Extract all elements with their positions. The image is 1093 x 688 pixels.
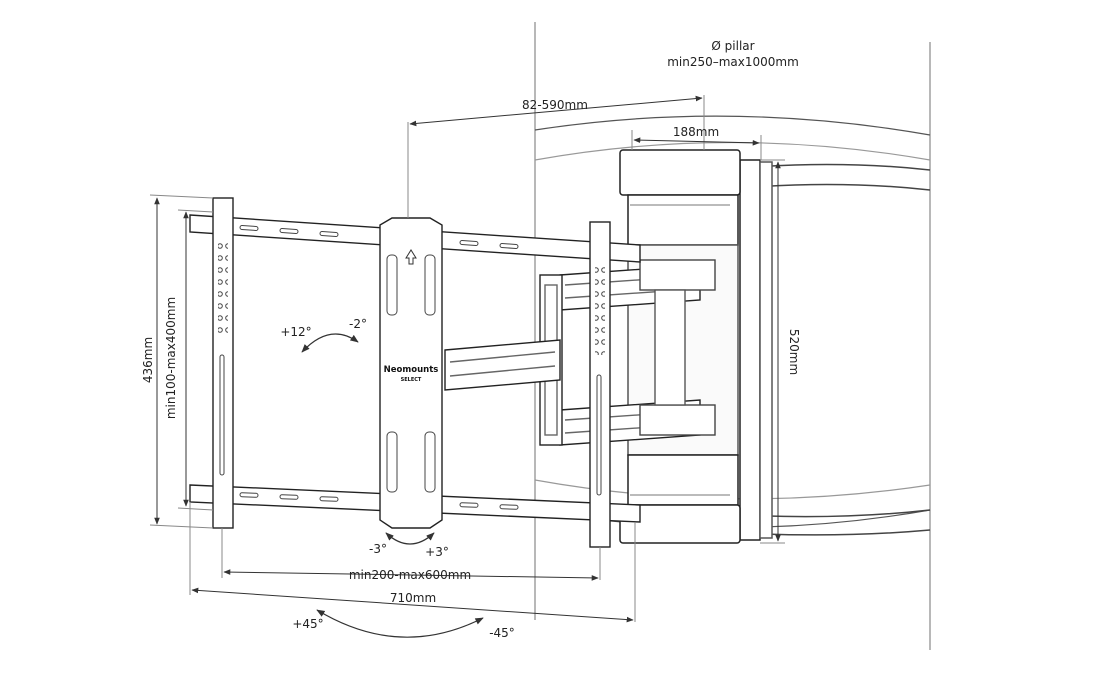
vesa-vertical-label: min100-max400mm [164, 297, 178, 419]
swivel-right-label: -45° [489, 626, 515, 640]
plate-height-label: 436mm [141, 337, 155, 383]
pillar-diameter-range: min250–max1000mm [667, 55, 799, 69]
plate-width-label: 710mm [390, 591, 436, 605]
swivel-left-label: +45° [292, 617, 323, 631]
vesa-horizontal-label: min200-max600mm [349, 568, 471, 582]
level-left-label: -3° [369, 542, 387, 556]
depth-label: 82-590mm [522, 98, 588, 112]
tv-plate [189, 197, 641, 548]
dimension-lines [149, 95, 785, 623]
tilt-down-label: -2° [349, 317, 367, 331]
swing-arms [444, 259, 716, 446]
level-right-label: +3° [425, 545, 449, 559]
pillar-diameter-title: Ø pillar [711, 39, 754, 53]
rotation-arrows [301, 333, 484, 638]
bracket-width-label: 188mm [673, 125, 719, 139]
tilt-up-label: +12° [280, 325, 311, 339]
wall-bracket [619, 149, 773, 544]
brand-sub: SELECT [401, 377, 422, 383]
brand-name: Neomounts [384, 365, 439, 375]
bracket-height-label: 520mm [787, 329, 801, 375]
